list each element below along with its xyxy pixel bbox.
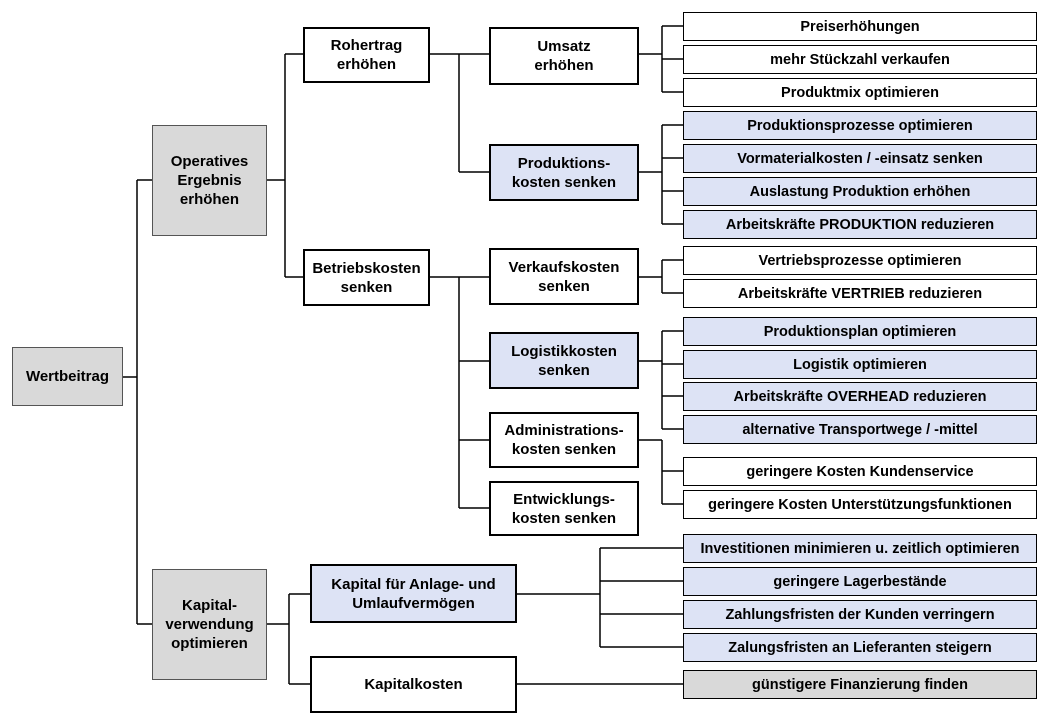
- leaf-arbeitskraefte-overhead: Arbeitskräfte OVERHEAD reduzieren: [683, 382, 1037, 411]
- node-administrationskosten: Administrations- kosten senken: [489, 412, 639, 468]
- node-kapital-anlage-umlauf: Kapital für Anlage- und Umlaufvermögen: [310, 564, 517, 623]
- leaf-produktmix: Produktmix optimieren: [683, 78, 1037, 107]
- root-node-wertbeitrag: Wertbeitrag: [12, 347, 123, 406]
- leaf-vertriebsprozesse: Vertriebsprozesse optimieren: [683, 246, 1037, 275]
- leaf-vormaterialkosten: Vormaterialkosten / -einsatz senken: [683, 144, 1037, 173]
- leaf-produktionsplan: Produktionsplan optimieren: [683, 317, 1037, 346]
- node-rohertrag: Rohertrag erhöhen: [303, 27, 430, 83]
- leaf-produktionsprozesse: Produktionsprozesse optimieren: [683, 111, 1037, 140]
- leaf-kosten-unterstuetzung: geringere Kosten Unterstützungsfunktione…: [683, 490, 1037, 519]
- node-kapitalkosten: Kapitalkosten: [310, 656, 517, 713]
- leaf-zahlungsfristen-kunden: Zahlungsfristen der Kunden verringern: [683, 600, 1037, 629]
- node-produktionskosten: Produktions- kosten senken: [489, 144, 639, 201]
- leaf-arbeitskraefte-vertrieb: Arbeitskräfte VERTRIEB reduzieren: [683, 279, 1037, 308]
- leaf-preiserhoehungen: Preiserhöhungen: [683, 12, 1037, 41]
- node-logistikkosten: Logistikkosten senken: [489, 332, 639, 389]
- node-verkaufskosten: Verkaufskosten senken: [489, 248, 639, 305]
- node-operatives-ergebnis: Operatives Ergebnis erhöhen: [152, 125, 267, 236]
- leaf-lagerbestaende: geringere Lagerbestände: [683, 567, 1037, 596]
- node-entwicklungskosten: Entwicklungs- kosten senken: [489, 481, 639, 536]
- leaf-guenstigere-finanzierung: günstigere Finanzierung finden: [683, 670, 1037, 699]
- leaf-arbeitskraefte-produktion: Arbeitskräfte PRODUKTION reduzieren: [683, 210, 1037, 239]
- leaf-logistik-optimieren: Logistik optimieren: [683, 350, 1037, 379]
- leaf-kosten-kundenservice: geringere Kosten Kundenservice: [683, 457, 1037, 486]
- leaf-mehr-stueckzahl: mehr Stückzahl verkaufen: [683, 45, 1037, 74]
- leaf-zahlungsfristen-lieferanten: Zalungsfristen an Lieferanten steigern: [683, 633, 1037, 662]
- leaf-auslastung-produktion: Auslastung Produktion erhöhen: [683, 177, 1037, 206]
- leaf-alternative-transportwege: alternative Transportwege / -mittel: [683, 415, 1037, 444]
- node-umsatz: Umsatz erhöhen: [489, 27, 639, 85]
- node-kapitalverwendung: Kapital- verwendung optimieren: [152, 569, 267, 680]
- leaf-investitionen: Investitionen minimieren u. zeitlich opt…: [683, 534, 1037, 563]
- node-betriebskosten: Betriebskosten senken: [303, 249, 430, 306]
